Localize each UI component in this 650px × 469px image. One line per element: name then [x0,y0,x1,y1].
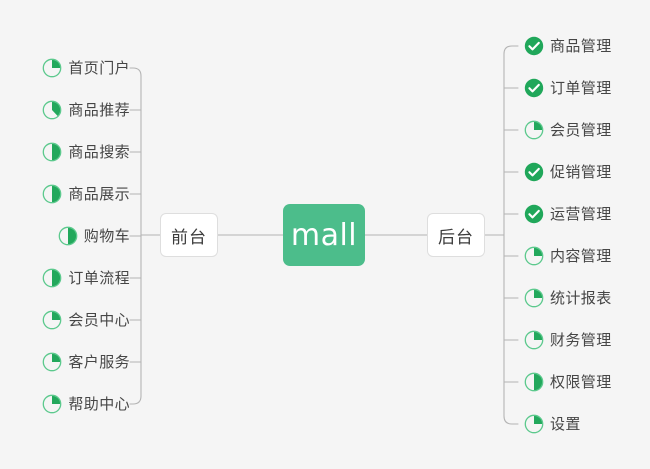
leaf-item-label: 商品推荐 [68,101,130,119]
pie-progress-icon [524,120,544,140]
leaf-item-label: 设置 [550,415,581,433]
leaf-item-label: 订单流程 [68,269,130,287]
check-circle-icon [524,36,544,56]
pie-progress-icon [524,414,544,434]
check-circle-icon [524,162,544,182]
leaf-item-backend-5[interactable]: 内容管理 [524,243,612,269]
leaf-item-backend-9[interactable]: 设置 [524,411,581,437]
leaf-item-backend-8[interactable]: 权限管理 [524,369,612,395]
leaf-item-label: 商品搜索 [68,143,130,161]
leaf-item-frontend-8[interactable]: 帮助中心 [42,391,130,417]
pie-progress-icon [43,184,62,204]
pie-progress-icon [524,288,544,308]
branch-node-frontend[interactable]: 前台 [160,213,218,257]
leaf-item-label: 内容管理 [550,247,612,265]
pie-progress-icon [43,100,62,120]
pie-progress-icon [43,58,62,78]
branch-node-backend[interactable]: 后台 [427,213,485,257]
leaf-item-label: 首页门户 [68,59,130,77]
leaf-item-frontend-0[interactable]: 首页门户 [42,55,130,81]
pie-progress-icon [43,394,62,414]
root-node-label: mall [290,217,358,253]
branch-node-frontend-label: 前台 [171,227,207,248]
check-circle-icon [524,78,544,98]
leaf-item-label: 会员中心 [68,311,130,329]
leaf-item-label: 客户服务 [68,353,130,371]
leaf-item-backend-2[interactable]: 会员管理 [524,117,612,143]
pie-progress-icon [524,372,544,392]
leaf-item-backend-3[interactable]: 促销管理 [524,159,612,185]
leaf-item-frontend-2[interactable]: 商品搜索 [42,139,130,165]
pie-progress-icon [524,246,544,266]
leaf-item-frontend-1[interactable]: 商品推荐 [42,97,130,123]
leaf-item-label: 促销管理 [550,163,612,181]
leaf-item-label: 帮助中心 [68,395,130,413]
leaf-item-frontend-5[interactable]: 订单流程 [42,265,130,291]
leaf-item-frontend-7[interactable]: 客户服务 [42,349,130,375]
leaf-item-label: 权限管理 [550,373,612,391]
pie-progress-icon [43,352,62,372]
leaf-item-label: 订单管理 [550,79,612,97]
leaf-item-backend-7[interactable]: 财务管理 [524,327,612,353]
leaf-item-frontend-4[interactable]: 购物车 [58,223,130,249]
leaf-item-backend-1[interactable]: 订单管理 [524,75,612,101]
leaf-item-label: 财务管理 [550,331,612,349]
leaf-item-backend-0[interactable]: 商品管理 [524,33,612,59]
pie-progress-icon [43,310,62,330]
pie-progress-icon [43,142,62,162]
pie-progress-icon [524,330,544,350]
leaf-item-label: 会员管理 [550,121,612,139]
leaf-item-label: 统计报表 [550,289,612,307]
leaf-item-label: 购物车 [83,227,130,245]
check-circle-icon [524,204,544,224]
leaf-item-label: 商品展示 [68,185,130,203]
leaf-item-label: 运营管理 [550,205,612,223]
leaf-item-label: 商品管理 [550,37,612,55]
branch-node-backend-label: 后台 [438,227,474,248]
leaf-item-backend-4[interactable]: 运营管理 [524,201,612,227]
pie-progress-icon [43,268,62,288]
pie-progress-icon [58,226,78,246]
leaf-item-frontend-3[interactable]: 商品展示 [42,181,130,207]
root-node[interactable]: mall [283,204,365,266]
leaf-item-frontend-6[interactable]: 会员中心 [42,307,130,333]
leaf-item-backend-6[interactable]: 统计报表 [524,285,612,311]
